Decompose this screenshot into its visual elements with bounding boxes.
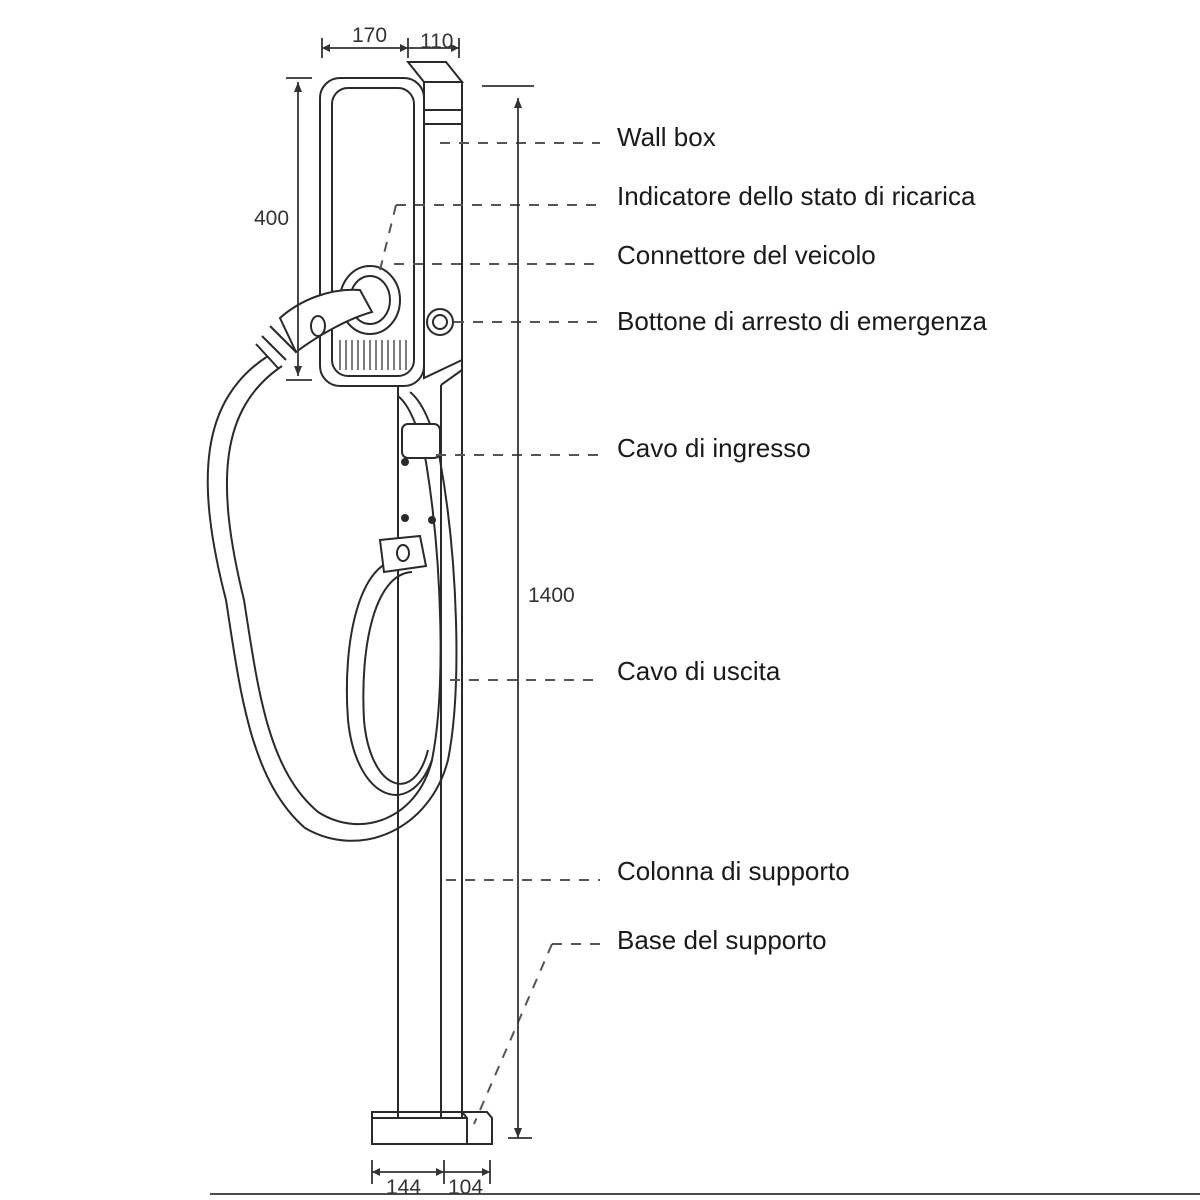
label-input-cable: Cavo di ingresso xyxy=(617,433,811,463)
label-emergency-button: Bottone di arresto di emergenza xyxy=(617,306,987,336)
dim-total-height: 1400 xyxy=(528,584,575,607)
dimension-lines xyxy=(210,38,1200,1195)
vent-slots xyxy=(339,340,407,370)
emergency-button-shape xyxy=(426,308,454,336)
input-cable xyxy=(345,423,441,796)
dim-box-height: 400 xyxy=(254,207,290,230)
dimension-arrows xyxy=(294,44,522,1176)
dim-top-depth: 110 xyxy=(420,30,454,53)
label-wall-box: Wall box xyxy=(617,122,716,152)
dim-base-depth: 104 xyxy=(448,1176,484,1199)
output-cable xyxy=(206,355,458,842)
label-vehicle-connector: Connettore del veicolo xyxy=(617,240,876,270)
label-status-indicator: Indicatore dello stato di ricarica xyxy=(617,181,976,211)
dim-top-width: 170 xyxy=(352,24,388,47)
label-support-base: Base del supporto xyxy=(617,925,827,955)
label-support-column: Colonna di supporto xyxy=(617,856,850,886)
dim-base-width: 144 xyxy=(386,1176,422,1199)
label-output-cable: Cavo di uscita xyxy=(617,656,781,686)
wall-box xyxy=(319,61,465,387)
support-base xyxy=(371,1111,493,1145)
